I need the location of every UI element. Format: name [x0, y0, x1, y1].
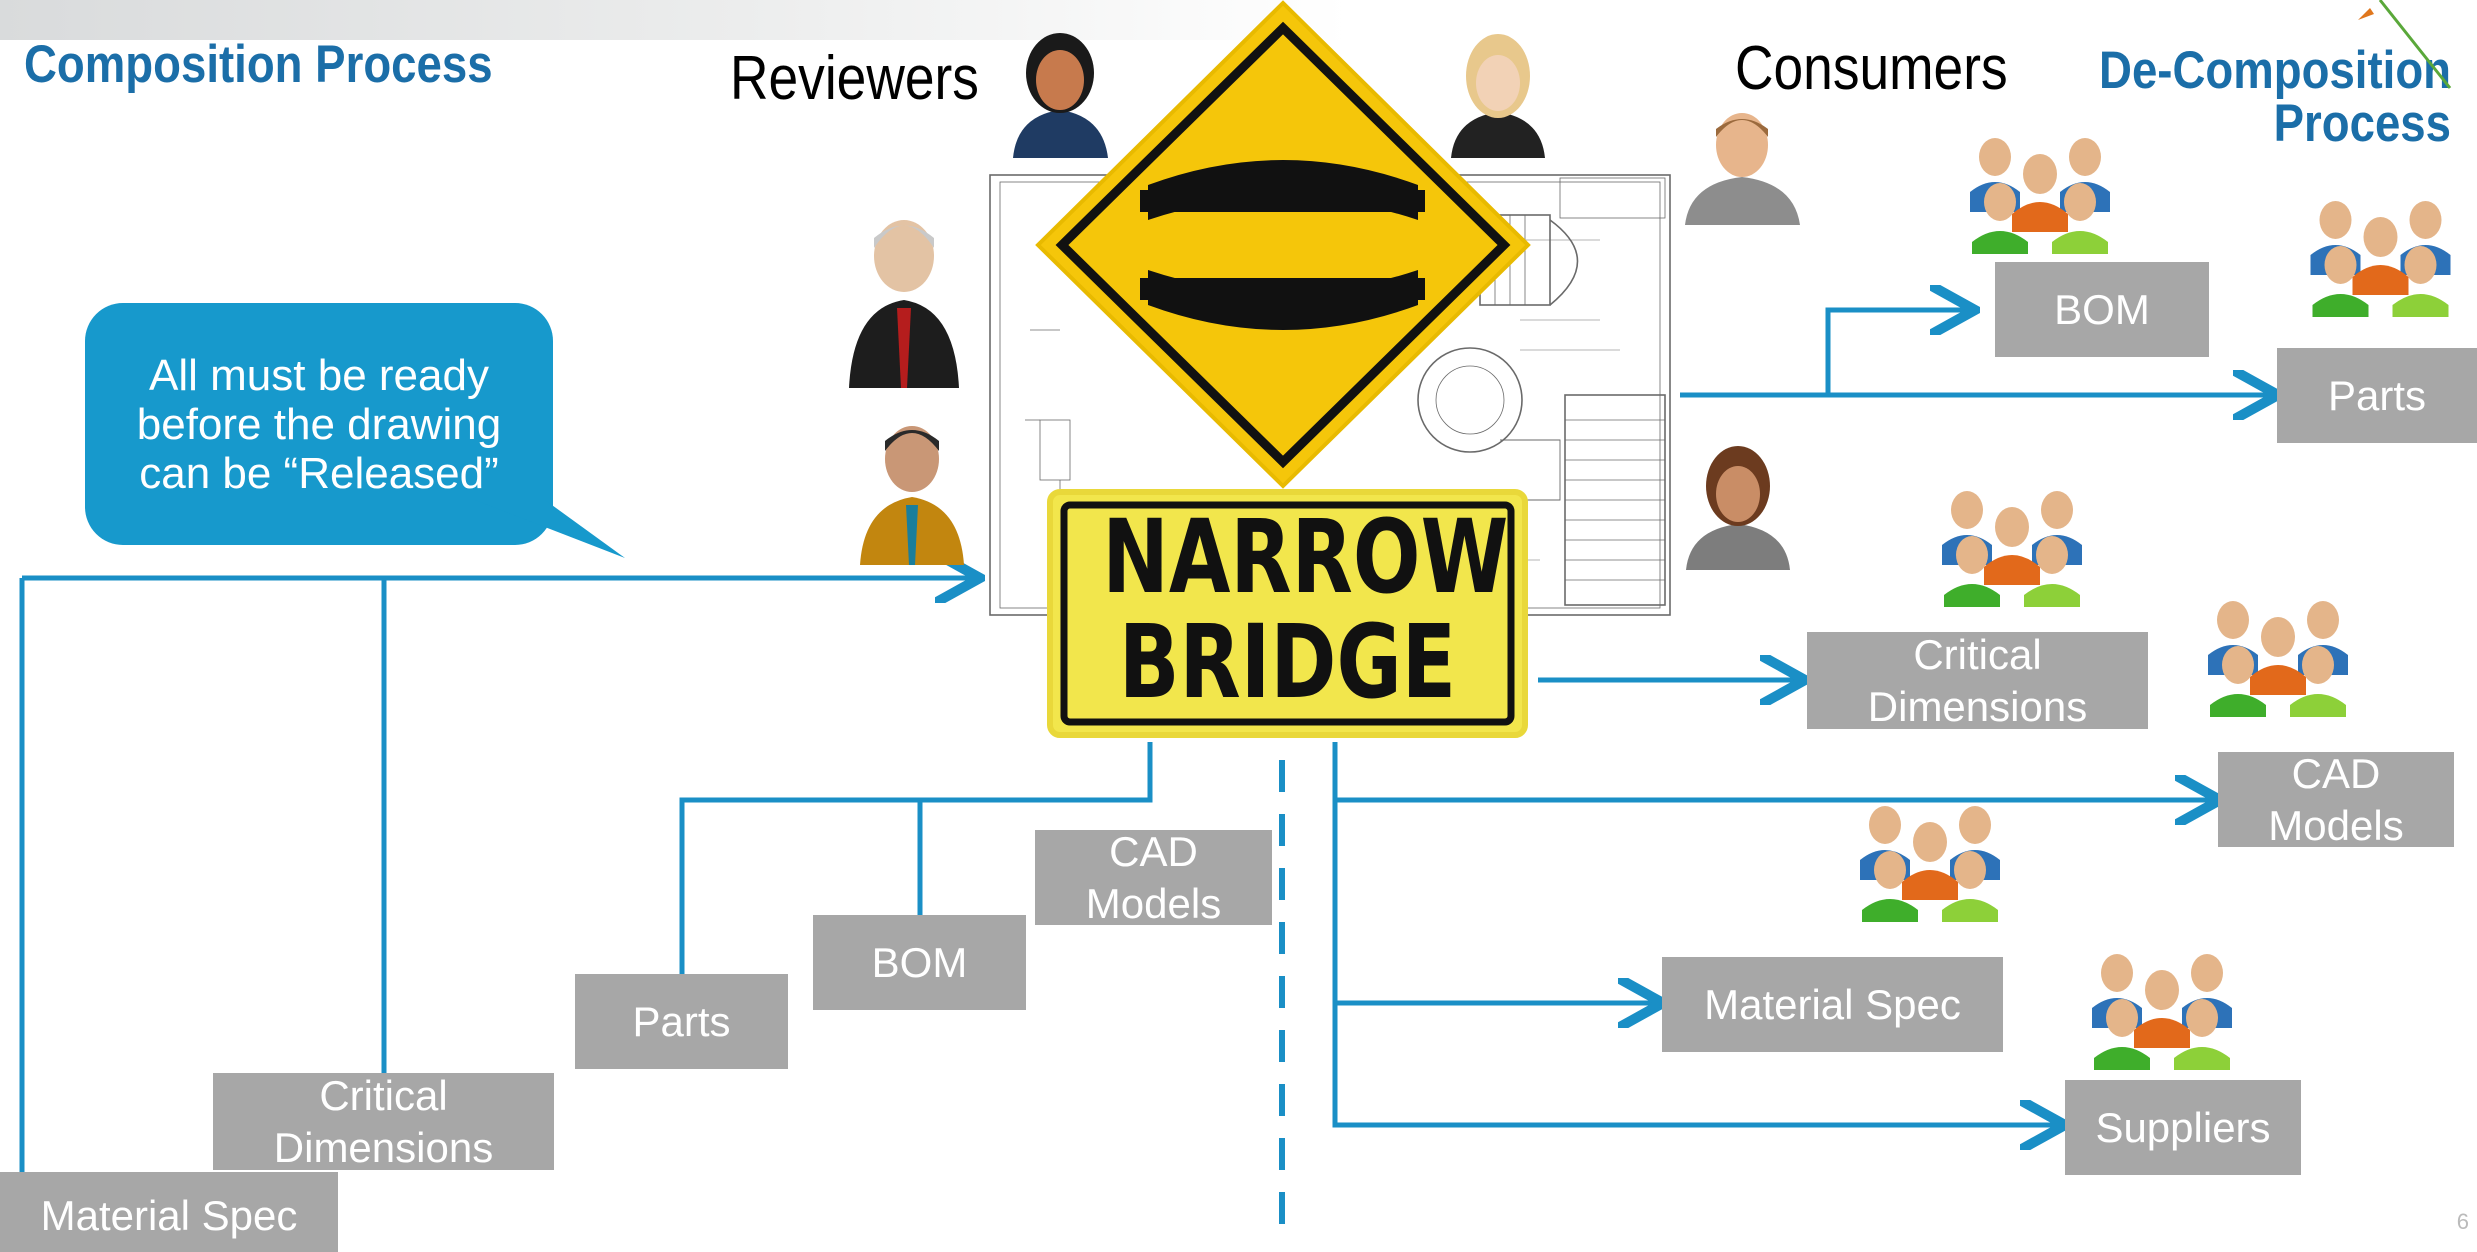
team-icon-5	[1860, 806, 2000, 922]
corner-logo-mark	[2358, 0, 2452, 89]
header-band	[0, 0, 1350, 40]
page-number: 6	[2456, 1209, 2469, 1234]
reviewers-label: Reviewers	[730, 44, 979, 113]
release-callout: All must be ready before the drawing can…	[85, 303, 553, 545]
decomposition-suppliers-box: Suppliers	[2065, 1080, 2301, 1175]
composition-cad-models-box: CAD Models	[1035, 830, 1272, 925]
decomposition-critical-dimensions-box: Critical Dimensions	[1807, 632, 2148, 729]
diamond-sign	[1035, 0, 1531, 489]
team-icon-2	[2310, 201, 2451, 317]
consumer-woman-icon	[1686, 446, 1790, 570]
callout-text: All must be ready before the drawing can…	[136, 350, 502, 498]
decomposition-bom-box: BOM	[1995, 262, 2209, 357]
callout-pointer	[475, 500, 625, 558]
consumer-man-grey-icon	[1685, 113, 1800, 225]
composition-material-spec-box: Material Spec	[0, 1172, 338, 1252]
team-icon-4	[2208, 601, 2348, 717]
sign-text-line2: BRIDGE	[1118, 603, 1457, 722]
reviewer-woman-blonde-icon	[1451, 34, 1545, 158]
composition-bom-box: BOM	[813, 915, 1026, 1010]
composition-parts-box: Parts	[575, 974, 788, 1069]
composition-critical-dimensions-box: Critical Dimensions	[213, 1073, 554, 1170]
reviewer-woman-dark-icon	[1013, 33, 1108, 158]
team-icon-6	[2092, 954, 2232, 1070]
decomposition-parts-box: Parts	[2277, 348, 2477, 443]
decomposition-cad-models-box: CAD Models	[2218, 752, 2454, 847]
decomposition-material-spec-box: Material Spec	[1662, 957, 2003, 1052]
sign-text-line1: NARROW	[1102, 498, 1509, 617]
composition-title: Composition Process	[24, 35, 493, 94]
decomposition-title: De-Composition Process	[2099, 41, 2451, 153]
team-icon-1	[1970, 138, 2110, 254]
consumers-label: Consumers	[1735, 34, 2008, 103]
reviewer-man-gold-jacket-icon	[860, 426, 964, 565]
reviewer-man-grey-hair-icon	[849, 220, 959, 388]
team-icon-3	[1942, 491, 2082, 607]
